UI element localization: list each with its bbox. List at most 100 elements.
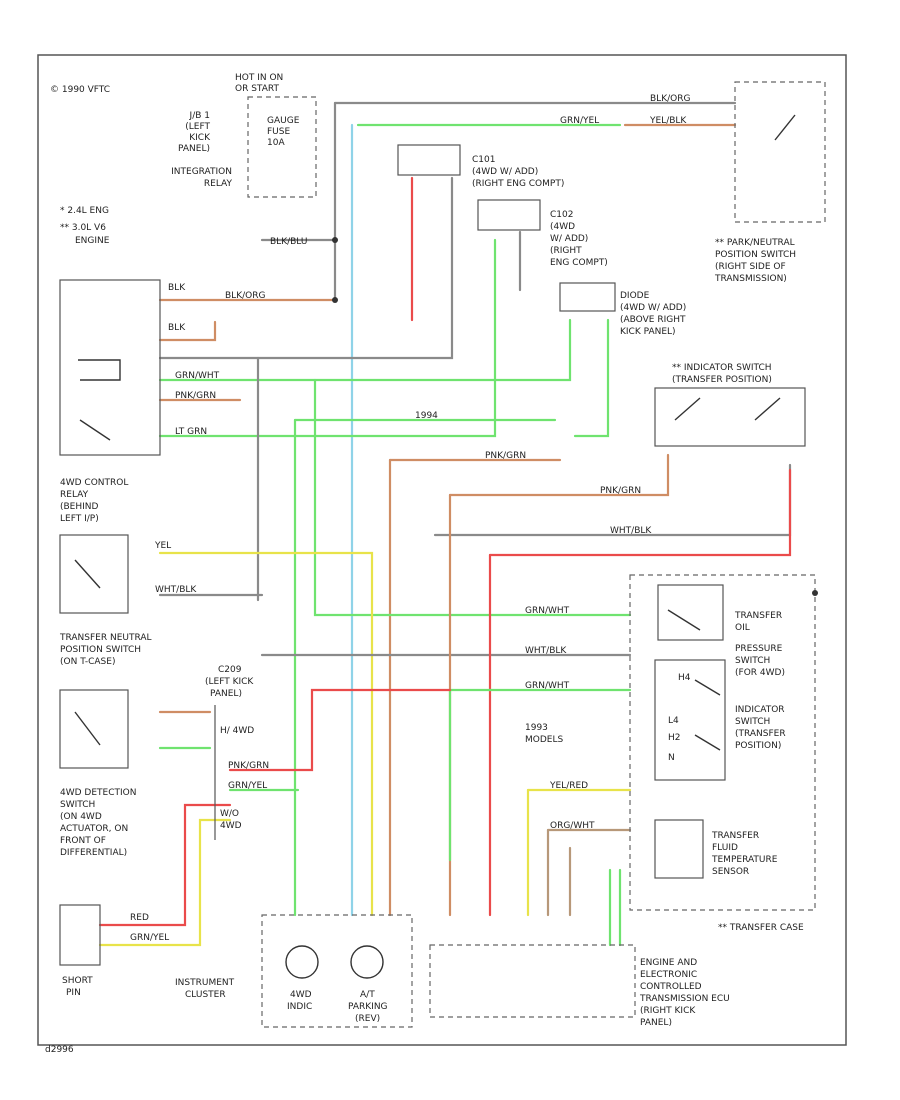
c209-label-1: C209	[218, 665, 242, 675]
wire-label: PNK/GRN	[228, 761, 269, 771]
wire-label: WHT/BLK	[155, 585, 197, 595]
relay-wire-blk-1: BLK	[168, 283, 186, 293]
ecu	[429, 944, 636, 1018]
wire-yel-shortpin	[98, 818, 232, 947]
wire-label: ORG/WHT	[550, 821, 595, 831]
c101-label-3: (RIGHT ENG COMPT)	[472, 179, 564, 189]
jb-label-1: J/B 1	[189, 111, 210, 121]
c101-label-1: C101	[472, 155, 495, 165]
integration-relay-2: RELAY	[204, 179, 233, 189]
note-engine-3: ENGINE	[75, 236, 110, 246]
relay-label-3: (BEHIND	[60, 502, 99, 512]
diode-label-4: KICK PANEL)	[620, 327, 676, 337]
wire-yel	[158, 551, 374, 917]
note-engine-1: * 2.4L ENG	[60, 206, 109, 216]
det-label-3: (ON 4WD	[60, 812, 102, 822]
at-parking-lamp	[350, 945, 384, 979]
wire-label: WHT/BLK	[610, 526, 652, 536]
ground-dot	[812, 590, 818, 596]
temp-label-4: SENSOR	[712, 867, 749, 877]
gauge-rev: (REV)	[355, 1014, 380, 1024]
ecu-label-5: (RIGHT KICK	[640, 1006, 696, 1016]
det-label-4: ACTUATOR, ON	[60, 824, 128, 834]
wire-label: PNK/GRN	[600, 486, 641, 496]
ecu-label-1: ENGINE AND	[640, 958, 697, 968]
short-pin	[59, 904, 101, 966]
4wd-control-relay	[59, 279, 161, 456]
park-label-4: TRANSMISSION)	[714, 274, 787, 284]
c209-label-2: (LEFT KICK	[205, 677, 254, 687]
wire-label: RED	[130, 913, 149, 923]
c209-wo: W/O	[220, 809, 239, 819]
diode-label-2: (4WD W/ ADD)	[620, 303, 686, 313]
ecu-label-3: CONTROLLED	[640, 982, 702, 992]
c102-label-1: C102	[550, 210, 573, 220]
relay-label-4: LEFT I/P)	[60, 514, 99, 524]
gauge-indic: INDIC	[287, 1002, 312, 1012]
jb-label-2: (LEFT	[185, 122, 210, 132]
wire-label: WHT/BLK	[525, 646, 567, 656]
press-label-5: (FOR 4WD)	[735, 668, 785, 678]
wire-label: BLK/ORG	[225, 291, 265, 301]
wire-group	[98, 101, 792, 947]
wire-grn-wht-relay	[158, 318, 572, 382]
switch-contact	[754, 397, 781, 421]
wire-label: GRN/YEL	[228, 781, 267, 791]
indicator-top-label-1: ** INDICATOR SWITCH	[672, 363, 772, 373]
wire-label: YEL/BLK	[649, 116, 687, 126]
c209-4wd: 4WD	[220, 821, 242, 831]
switch-contact	[694, 734, 721, 751]
park-neutral-switch	[734, 81, 826, 223]
tcase-n: N	[668, 753, 675, 763]
wire-label: LT GRN	[175, 427, 207, 437]
wire-label: GRN/YEL	[130, 933, 169, 943]
tcase-h4: H4	[678, 673, 691, 683]
wire-grn-wht-tcase	[313, 378, 632, 617]
gauge-fuse-1: GAUGE	[267, 116, 300, 126]
splice-dot	[332, 237, 338, 243]
wire-blu-org	[158, 320, 217, 342]
park-label-2: POSITION SWITCH	[715, 250, 796, 260]
short-pin-label-1: SHORT	[62, 976, 93, 986]
ecu-label-2: ELECTRONIC	[640, 970, 697, 980]
transfer-oil-pressure-switch	[657, 584, 724, 641]
jb-label-3: KICK	[189, 133, 211, 143]
det-label-1: 4WD DETECTION	[60, 788, 136, 798]
integration-relay-1: INTEGRATION	[171, 167, 232, 177]
4wd-indicator-lamp	[285, 945, 319, 979]
gauge-fuse-2: FUSE	[267, 127, 290, 137]
det-label-2: SWITCH	[60, 800, 95, 810]
wire-red-shortpin	[98, 803, 232, 927]
wire-red-c209	[228, 688, 452, 772]
splice-dot	[332, 297, 338, 303]
wire-label: PNK/GRN	[175, 391, 216, 401]
switch-contact	[674, 397, 701, 421]
tcase-h2: H2	[668, 733, 681, 743]
note-engine-2: ** 3.0L V6	[60, 223, 106, 233]
wire-wht-blk-top	[433, 463, 792, 537]
wire-label-blk-blu: BLK/BLU	[270, 237, 307, 247]
diode-component	[559, 282, 616, 312]
c209-4wd-h: H/ 4WD	[220, 726, 254, 736]
copyright: © 1990 VFTC	[50, 85, 110, 95]
gauge-at: A/T	[360, 990, 375, 1000]
instrument-cluster	[261, 914, 413, 1028]
short-pin-label-2: PIN	[66, 988, 81, 998]
wire-label: GRN/YEL	[560, 116, 599, 126]
c102-label-2: (4WD	[550, 222, 575, 232]
wire-label: MODELS	[525, 735, 563, 745]
fuse-block	[247, 96, 317, 198]
gauge-4wd: 4WD	[290, 990, 312, 1000]
relay-label-1: 4WD CONTROL	[60, 478, 128, 488]
relay-contact	[79, 419, 111, 441]
temp-label-2: FLUID	[712, 843, 738, 853]
c102-label-4: (RIGHT	[550, 246, 582, 256]
switch-contact	[667, 609, 701, 631]
transfer-case-label: ** TRANSFER CASE	[718, 923, 804, 933]
indicator-switch-tcase	[654, 659, 726, 781]
wire-label: BLK/ORG	[650, 94, 690, 104]
temp-label-3: TEMPERATURE	[711, 855, 778, 865]
press-label-2: OIL	[735, 623, 750, 633]
relay-label-2: RELAY	[60, 490, 89, 500]
wire-label: GRN/WHT	[175, 371, 220, 381]
